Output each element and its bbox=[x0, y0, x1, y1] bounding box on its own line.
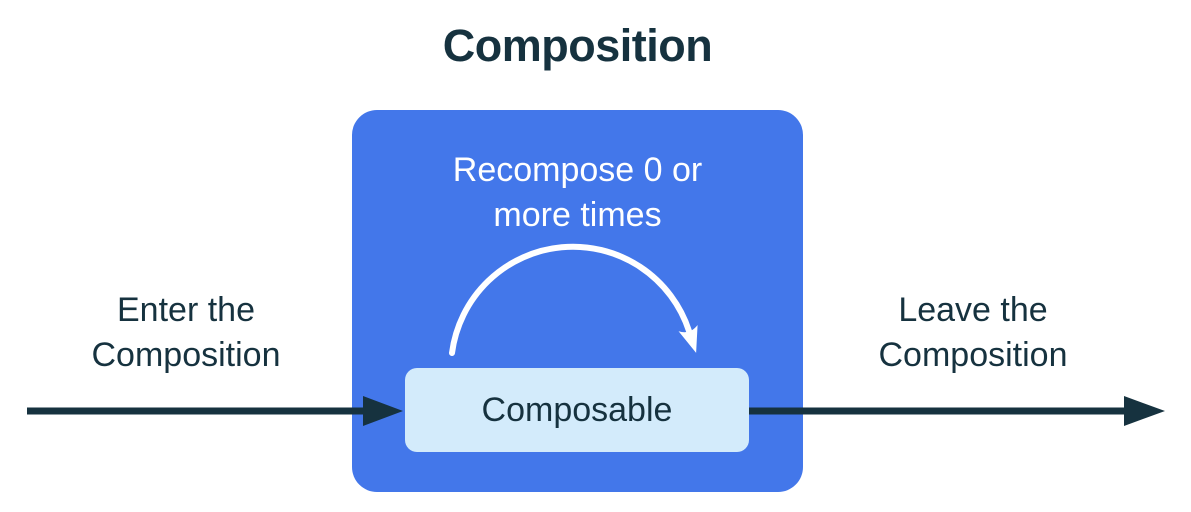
recompose-label: Recompose 0 or more times bbox=[452, 151, 703, 234]
leave-flow-arrow-icon bbox=[749, 396, 1165, 426]
composable-node: Composable bbox=[405, 368, 749, 452]
composable-label: Composable bbox=[481, 390, 673, 429]
leave-composition-label: Leave the Composition bbox=[878, 291, 1068, 374]
diagram-title: Composition bbox=[442, 20, 713, 71]
enter-composition-label: Enter the Composition bbox=[91, 291, 281, 374]
enter-flow-arrow-icon bbox=[27, 396, 403, 426]
